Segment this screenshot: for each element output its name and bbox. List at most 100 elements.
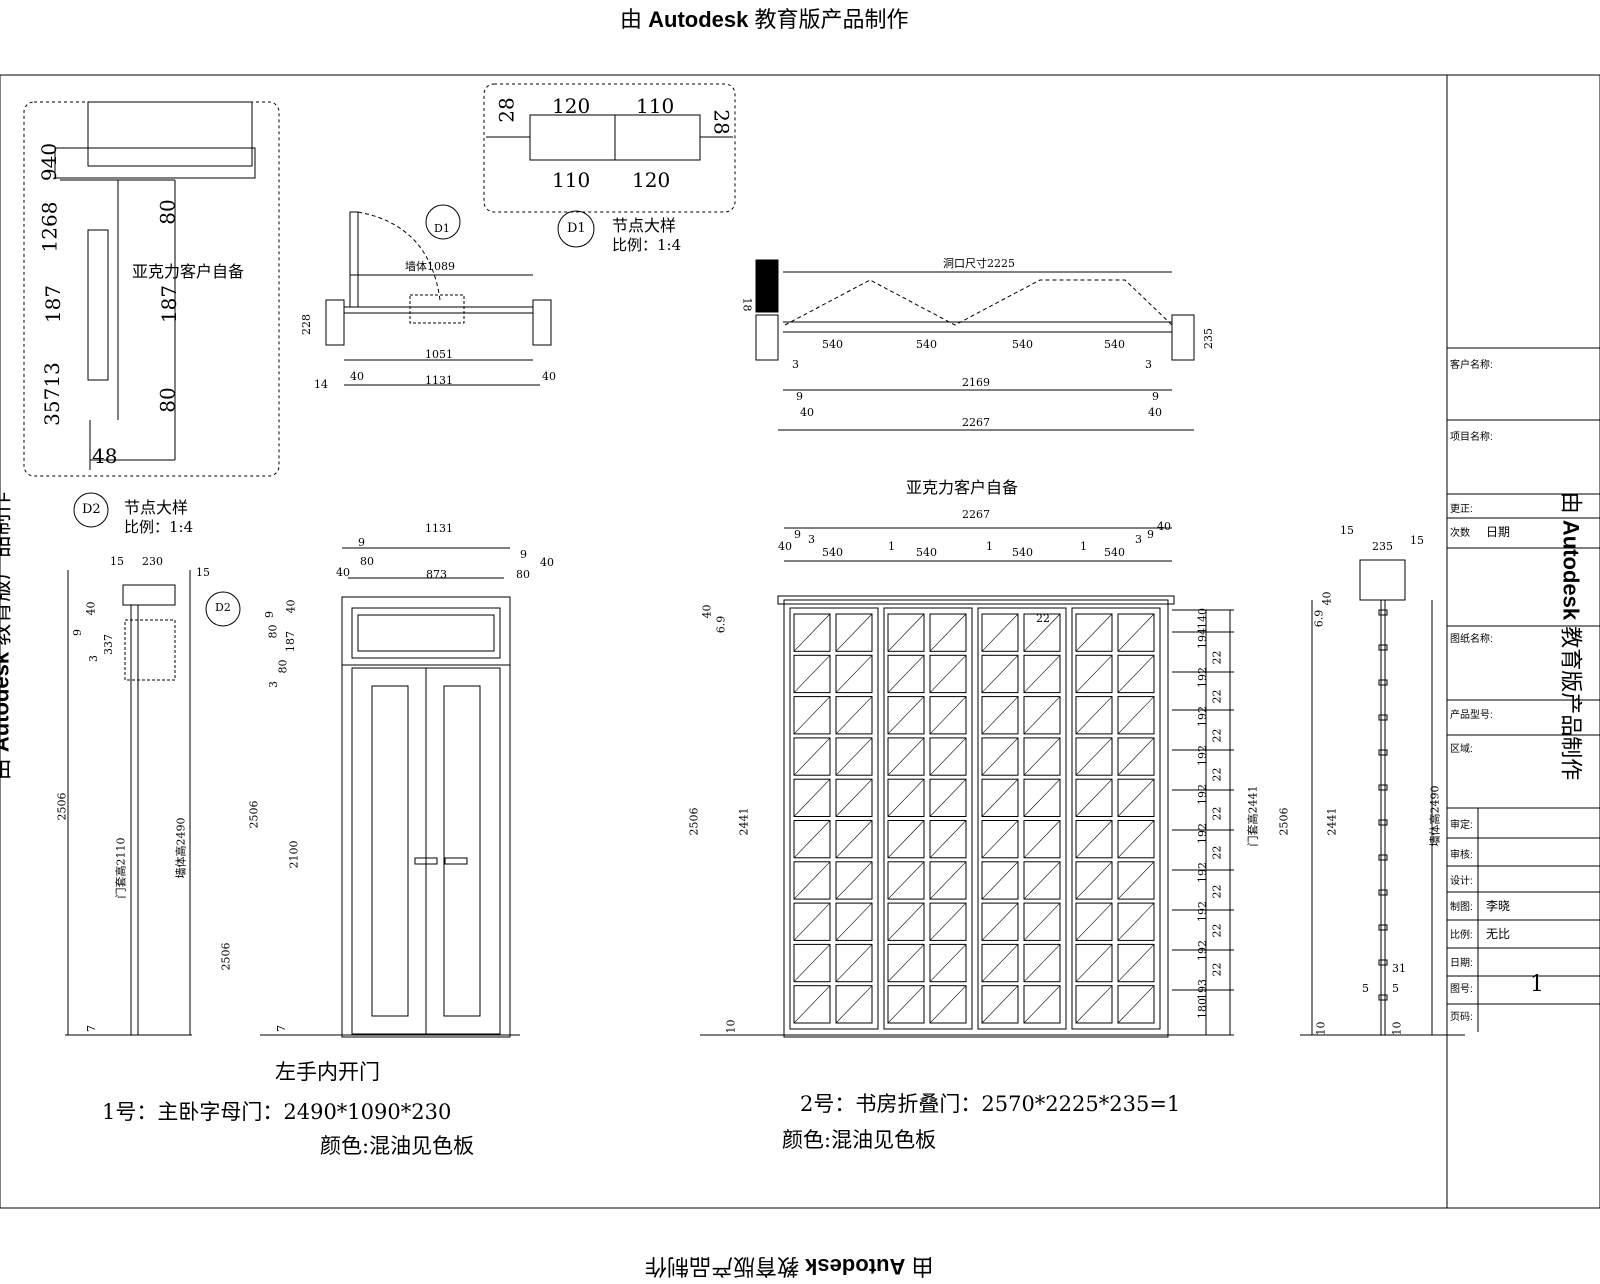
door2-glass-hatch <box>981 737 1019 776</box>
side2-head-block <box>1359 559 1406 601</box>
side1-detail-callout <box>124 619 176 681</box>
door2-glass-hatch <box>981 985 1019 1024</box>
plan2-dim-opening: 洞口尺寸2225 <box>943 257 1015 270</box>
door2-glass-pane <box>887 613 925 652</box>
door2-glass-pane <box>929 737 967 776</box>
door2-right-dim: 192 <box>1196 666 1209 688</box>
plan1-d1-tag-label: D1 <box>434 222 450 235</box>
side2-dim-wall-2490: 墙体高2490 <box>1428 785 1442 847</box>
door2-glass-hatch <box>1117 944 1155 982</box>
door2-glass-hatch <box>887 820 925 859</box>
door2-leaf <box>1071 607 1161 1030</box>
door2-dim-540-a: 540 <box>822 546 843 559</box>
door1-dim-1131: 1131 <box>425 522 453 535</box>
door2-glass-pane <box>1117 943 1155 983</box>
side2-hinge <box>1378 889 1388 896</box>
side2-hinge <box>1378 609 1388 616</box>
d2-dim-1268: 1268 <box>37 201 62 253</box>
door2-glass-hatch <box>1023 861 1061 900</box>
title-block-label: 图号: <box>1450 984 1473 995</box>
door2-glass-pane <box>1075 902 1113 941</box>
door2-glass-pane <box>1023 820 1061 859</box>
door2-dim-40: 40 <box>700 604 714 619</box>
door2-glass-hatch <box>1117 820 1155 859</box>
title-block-label: 项目名称: <box>1450 432 1493 443</box>
door2-dim-3-right: 3 <box>1135 533 1142 546</box>
door2-glass-pane <box>793 778 831 818</box>
detail-d1-tag-circle <box>557 210 595 248</box>
d1-dim-28-right: 28 <box>709 109 734 135</box>
plan1-dim-1051: 1051 <box>425 348 453 361</box>
door2-glass-hatch <box>1023 944 1061 982</box>
d2-dim-35713: 35713 <box>39 362 64 426</box>
side2-dim-235: 235 <box>1372 540 1393 553</box>
side2-dim-5-right: 5 <box>1392 982 1399 995</box>
door1-dim-7: 7 <box>275 1025 288 1032</box>
plan2-left-wall <box>755 314 779 361</box>
door2-glass-hatch <box>981 902 1019 941</box>
door2-glass-pane <box>835 902 873 941</box>
door2-glass-pane <box>1075 985 1113 1024</box>
side1-dim-frame-2110: 门套高2110 <box>114 837 128 899</box>
door2-right-dim: 22 <box>1210 728 1224 743</box>
door2-glass-hatch <box>1117 696 1155 735</box>
title-block-label: 设计: <box>1450 876 1473 887</box>
door2-glass-hatch <box>1075 737 1113 776</box>
door2-dim-6.9: 6.9 <box>714 615 728 634</box>
side1-dim-7: 7 <box>85 1025 98 1032</box>
door2-glass-hatch <box>793 778 831 817</box>
door2-glass-hatch <box>981 613 1019 652</box>
door1-dim-80-left: 80 <box>360 555 374 568</box>
door2-glass-hatch <box>793 737 831 776</box>
d2-dim-187-right: 187 <box>157 284 182 324</box>
door2-glass-pane <box>1023 737 1061 776</box>
side2-hinge <box>1378 644 1388 651</box>
door2-right-dim: 192 <box>1196 822 1209 844</box>
d1-dim-110-bottom: 110 <box>552 168 591 192</box>
door2-glass-hatch <box>887 613 925 652</box>
door2-dim-2441: 2441 <box>737 807 751 836</box>
door2-glass-hatch <box>929 696 967 735</box>
door2-glass-pane <box>835 861 873 900</box>
door2-glass-hatch <box>1117 985 1155 1024</box>
door2-glass-pane <box>793 737 831 776</box>
door1-dim-873: 873 <box>426 568 447 581</box>
door2-glass-hatch <box>887 655 925 693</box>
door2-dim-540-b: 540 <box>916 546 937 559</box>
door2-glass-hatch <box>887 861 925 900</box>
door2-glass-pane <box>1117 696 1155 735</box>
side2-hinge <box>1378 714 1388 721</box>
door2-glass-pane <box>793 696 831 735</box>
door2-glass-pane <box>793 654 831 694</box>
door2-glass-hatch <box>835 655 873 693</box>
detail-d1-left-stile <box>529 114 616 161</box>
door2-leaf <box>977 607 1067 1030</box>
door2-glass-hatch <box>981 944 1019 982</box>
door2-dim-540-d: 540 <box>1104 546 1125 559</box>
door2-glass-pane <box>1117 985 1155 1024</box>
door2-glass-pane <box>1023 696 1061 735</box>
side1-dim-15-right: 15 <box>196 566 210 579</box>
door2-glass-pane <box>793 820 831 859</box>
side1-head-block <box>122 584 176 606</box>
d1-title: 节点大样 <box>612 216 677 235</box>
side2-dim-10-right: 10 <box>1390 1021 1404 1036</box>
door2-glass-hatch <box>981 696 1019 735</box>
door2-acrylic-label: 亚克力客户自备 <box>906 478 1019 497</box>
door2-glass-pane <box>793 985 831 1024</box>
door2-right-dim: 194 <box>1196 627 1209 649</box>
plan2-dim-40-left: 40 <box>800 406 814 419</box>
door2-glass-hatch <box>793 696 831 735</box>
title-block-label: 日期: <box>1450 958 1473 969</box>
door2-dim-9-left: 9 <box>794 528 801 541</box>
door2-glass-pane <box>835 654 873 694</box>
door2-glass-hatch <box>1075 655 1113 693</box>
watermark-top: 由 Autodesk 教育版产品制作 <box>620 7 909 32</box>
side2-dim-5-left: 5 <box>1362 982 1369 995</box>
door2-glass-pane <box>1117 820 1155 859</box>
detail-d2-acrylic-panel <box>87 229 109 381</box>
door2-glass-hatch <box>929 985 967 1024</box>
door2-glass-pane <box>1117 737 1155 776</box>
side2-dim-6.9: 6.9 <box>1312 609 1326 628</box>
door2-glass-hatch <box>1023 902 1061 941</box>
